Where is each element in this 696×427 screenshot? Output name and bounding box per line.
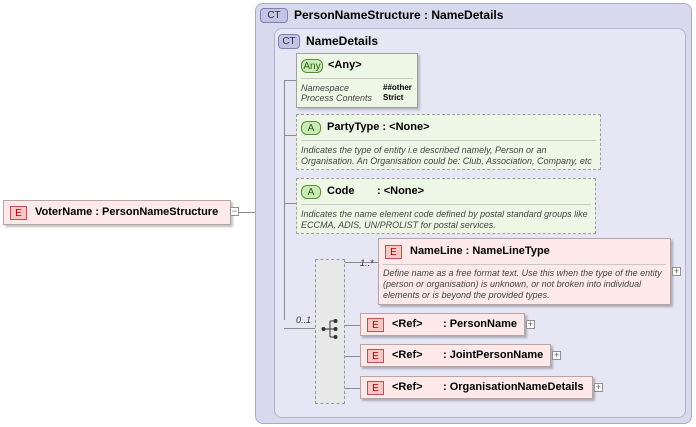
any-badge: Any — [301, 59, 323, 73]
separator — [301, 78, 413, 79]
namespace-label: Namespace — [301, 83, 350, 93]
code-attribute[interactable]: A Code : <None> Indicates the name eleme… — [296, 178, 596, 234]
branch-line — [345, 388, 360, 389]
ref-label: <Ref> — [392, 318, 423, 330]
name-line-title: NameLine : NameLineType — [410, 245, 550, 257]
ref-name: : JointPersonName — [443, 349, 544, 361]
ref-name: : PersonName — [443, 318, 517, 330]
name-line-desc: (person or organisation) is unknown, or … — [383, 279, 642, 289]
ref-name: : OrganisationNameDetails — [443, 381, 584, 393]
complex-type-badge: CT — [260, 8, 288, 23]
joint-person-name-ref[interactable]: E <Ref> : JointPersonName — [360, 344, 551, 367]
party-type-title: PartyType : <None> — [327, 121, 430, 133]
code-title: Code — [327, 185, 355, 197]
code-desc: ECCMA, ADIS, UN/PROLIST for postal servi… — [301, 220, 496, 230]
code-desc: Indicates the name element code defined … — [301, 209, 588, 219]
party-type-desc: Indicates the type of entity i.e describ… — [301, 145, 547, 155]
branch-line — [345, 262, 378, 263]
expand-icon[interactable]: + — [594, 382, 603, 392]
element-badge: E — [367, 381, 384, 395]
sequence-icon — [321, 318, 339, 340]
attr-tick — [284, 203, 296, 204]
voter-name-title: VoterName : PersonNameStructure — [35, 206, 219, 218]
separator — [383, 264, 666, 265]
name-line-desc: Define name as a free format text. Use t… — [383, 268, 662, 278]
organisation-name-details-ref[interactable]: E <Ref> : OrganisationNameDetails — [360, 376, 593, 399]
expand-icon[interactable]: + — [672, 266, 681, 276]
code-type: : <None> — [377, 185, 425, 197]
separator — [301, 204, 591, 205]
attribute-badge: A — [301, 185, 321, 199]
attr-tick — [284, 80, 296, 81]
name-line-cardinality: 1..* — [360, 258, 374, 268]
any-title: <Any> — [328, 59, 362, 71]
sequence-connector — [284, 328, 315, 329]
namespace-value: ##other — [383, 83, 412, 92]
ref-label: <Ref> — [392, 349, 423, 361]
complex-type-badge: CT — [278, 34, 300, 49]
voter-name-element[interactable]: E VoterName : PersonNameStructure — [3, 200, 231, 225]
element-badge: E — [367, 349, 384, 363]
name-line-desc: elements or is beyond the provided types… — [383, 290, 550, 300]
element-badge: E — [385, 245, 402, 259]
outer-type-title: PersonNameStructure : NameDetails — [294, 8, 504, 22]
separator — [301, 140, 596, 141]
attr-tick — [284, 135, 296, 136]
expand-icon[interactable]: + — [526, 319, 535, 329]
collapse-icon[interactable]: − — [230, 206, 239, 216]
branch-line — [345, 356, 360, 357]
person-name-ref[interactable]: E <Ref> : PersonName — [360, 313, 525, 336]
ref-label: <Ref> — [392, 381, 423, 393]
any-attribute[interactable]: Any <Any> Namespace Process Contents ##o… — [296, 53, 418, 108]
expand-icon[interactable]: + — [552, 350, 561, 360]
name-line-element[interactable]: E NameLine : NameLineType Define name as… — [378, 238, 671, 305]
process-label: Process Contents — [301, 93, 373, 103]
attribute-badge: A — [301, 121, 321, 135]
party-type-attribute[interactable]: A PartyType : <None> Indicates the type … — [296, 114, 601, 170]
element-badge: E — [367, 318, 384, 332]
inner-type-title: NameDetails — [306, 34, 379, 48]
root-connector — [238, 212, 258, 213]
attribute-connector — [284, 80, 285, 320]
process-value: Strict — [383, 93, 404, 102]
party-type-desc: Organisation. An Organisation could be: … — [301, 156, 592, 166]
branch-line — [345, 325, 360, 326]
sequence-cardinality: 0..1 — [296, 315, 312, 325]
element-badge: E — [10, 206, 27, 220]
